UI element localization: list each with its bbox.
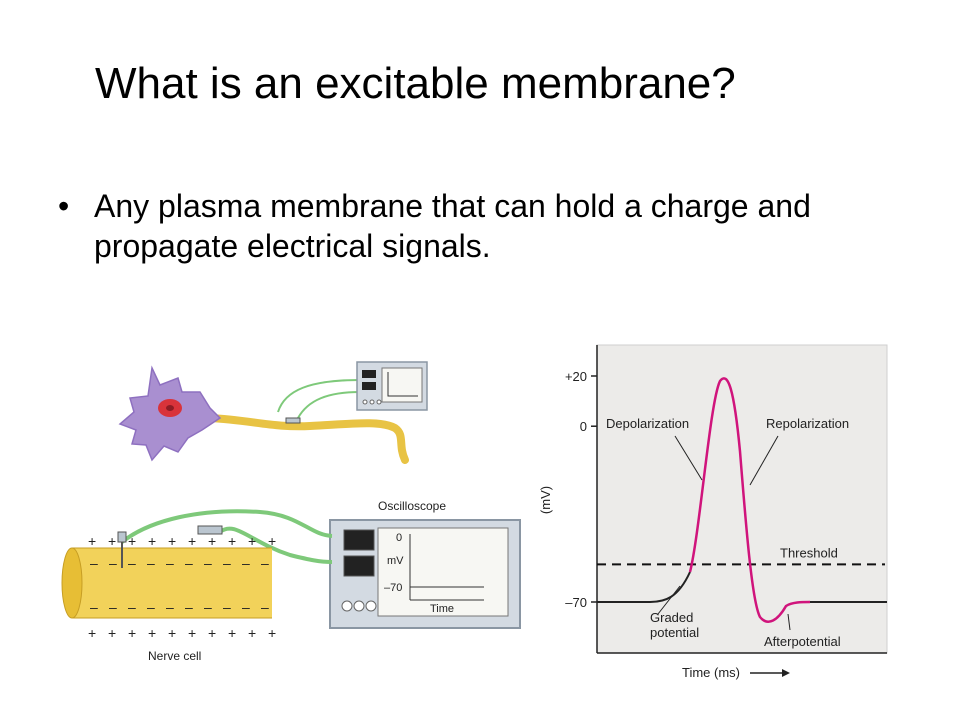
slide-title: What is an excitable membrane? bbox=[95, 59, 736, 108]
inside-charges-bottom: –––––––––– bbox=[90, 599, 269, 615]
plus-charge: + bbox=[228, 625, 236, 641]
minus-charge: – bbox=[166, 599, 174, 615]
plus-charge: + bbox=[148, 625, 156, 641]
plus-charge: + bbox=[248, 625, 256, 641]
minus-charge: – bbox=[204, 599, 212, 615]
small-oscilloscope bbox=[356, 361, 428, 411]
minus-charge: – bbox=[147, 599, 155, 615]
minus-charge: – bbox=[223, 555, 231, 571]
minus-charge: – bbox=[147, 555, 155, 571]
axon bbox=[206, 414, 409, 464]
threshold-label: Threshold bbox=[780, 545, 838, 560]
plus-charge: + bbox=[268, 625, 276, 641]
plus-charge: + bbox=[188, 533, 196, 549]
minus-charge: – bbox=[185, 599, 193, 615]
recording-setup-figure: Oscilloscope 0 mV –70 Time ++++++++++ ––… bbox=[61, 361, 521, 663]
plus-charge: + bbox=[268, 533, 276, 549]
reference-wire bbox=[297, 391, 361, 419]
minus-charge: – bbox=[261, 599, 269, 615]
y-tick-label: –70 bbox=[565, 595, 587, 610]
plot-area: +20 0 –70 Threshold Depolarization Repolariza… bbox=[565, 344, 888, 654]
action-potential-chart: (mV) +20 0 –70 Threshold Depolarization Repol… bbox=[538, 344, 888, 680]
ground-wire bbox=[218, 526, 333, 564]
afterpotential-pointer bbox=[787, 613, 791, 631]
scope-zero-label: 0 bbox=[396, 532, 402, 544]
graded-potential-pointer bbox=[657, 585, 681, 615]
nerve-cell-cylinder bbox=[61, 531, 272, 619]
outside-charges-top: + + + + + + + + + + bbox=[88, 533, 276, 549]
inside-charges-top: –––––––––– bbox=[90, 555, 269, 571]
x-axis-label: Time (ms) bbox=[682, 665, 740, 680]
plus-charge: + bbox=[208, 533, 216, 549]
minus-charge: – bbox=[166, 555, 174, 571]
plus-charge: + bbox=[248, 533, 256, 549]
graded-potential-label-line2: potential bbox=[650, 625, 699, 640]
scope-minus70-label: –70 bbox=[384, 582, 402, 594]
depolarization-label: Depolarization bbox=[606, 416, 689, 431]
minus-charge: – bbox=[223, 599, 231, 615]
plot-background bbox=[596, 344, 888, 654]
y-tick-label: +20 bbox=[565, 369, 587, 384]
plus-charge: + bbox=[88, 625, 96, 641]
nucleolus bbox=[166, 405, 174, 411]
plus-charge: + bbox=[128, 533, 136, 549]
bullet-text: Any plasma membrane that can hold a char… bbox=[94, 188, 811, 264]
repolarization-label: Repolarization bbox=[766, 416, 849, 431]
plus-charge: + bbox=[228, 533, 236, 549]
x-axis-arrowhead bbox=[782, 669, 790, 677]
minus-charge: – bbox=[128, 599, 136, 615]
action-potential-curve bbox=[688, 377, 811, 623]
minus-charge: – bbox=[204, 555, 212, 571]
scope-time-label: Time bbox=[430, 603, 454, 615]
graded-potential-label-line1: Graded bbox=[650, 610, 693, 625]
minus-charge: – bbox=[109, 555, 117, 571]
outside-charges-bottom: + + + + + + + + + + bbox=[88, 625, 276, 641]
minus-charge: – bbox=[242, 599, 250, 615]
small-electrode bbox=[285, 417, 301, 424]
plus-charge: + bbox=[128, 625, 136, 641]
plus-charge: + bbox=[208, 625, 216, 641]
electrode-wire bbox=[277, 379, 361, 413]
nerve-cell-label: Nerve cell bbox=[148, 649, 201, 663]
repolarization-pointer bbox=[749, 435, 779, 486]
y-tick-label: 0 bbox=[580, 419, 587, 434]
plus-charge: + bbox=[168, 625, 176, 641]
resting-potential-line bbox=[597, 571, 691, 603]
minus-charge: – bbox=[90, 599, 98, 615]
recording-wire bbox=[120, 509, 333, 544]
minus-charge: – bbox=[90, 555, 98, 571]
minus-charge: – bbox=[242, 555, 250, 571]
minus-charge: – bbox=[185, 555, 193, 571]
minus-charge: – bbox=[128, 555, 136, 571]
oscilloscope-label: Oscilloscope bbox=[378, 499, 446, 513]
bath-electrode bbox=[197, 525, 223, 535]
bullet-symbol: • bbox=[58, 188, 70, 224]
minus-charge: – bbox=[109, 599, 117, 615]
plus-charge: + bbox=[188, 625, 196, 641]
scope-unit-label: mV bbox=[387, 555, 404, 567]
oscilloscope: 0 mV –70 Time bbox=[329, 519, 521, 629]
plus-charge: + bbox=[88, 533, 96, 549]
minus-charge: – bbox=[261, 555, 269, 571]
plus-charge: + bbox=[148, 533, 156, 549]
afterpotential-label: Afterpotential bbox=[764, 634, 841, 649]
plus-charge: + bbox=[108, 533, 116, 549]
plus-charge: + bbox=[108, 625, 116, 641]
y-axis-label: (mV) bbox=[538, 486, 553, 514]
depolarization-pointer bbox=[674, 435, 703, 481]
neuron-illustration bbox=[118, 365, 409, 464]
plus-charge: + bbox=[168, 533, 176, 549]
